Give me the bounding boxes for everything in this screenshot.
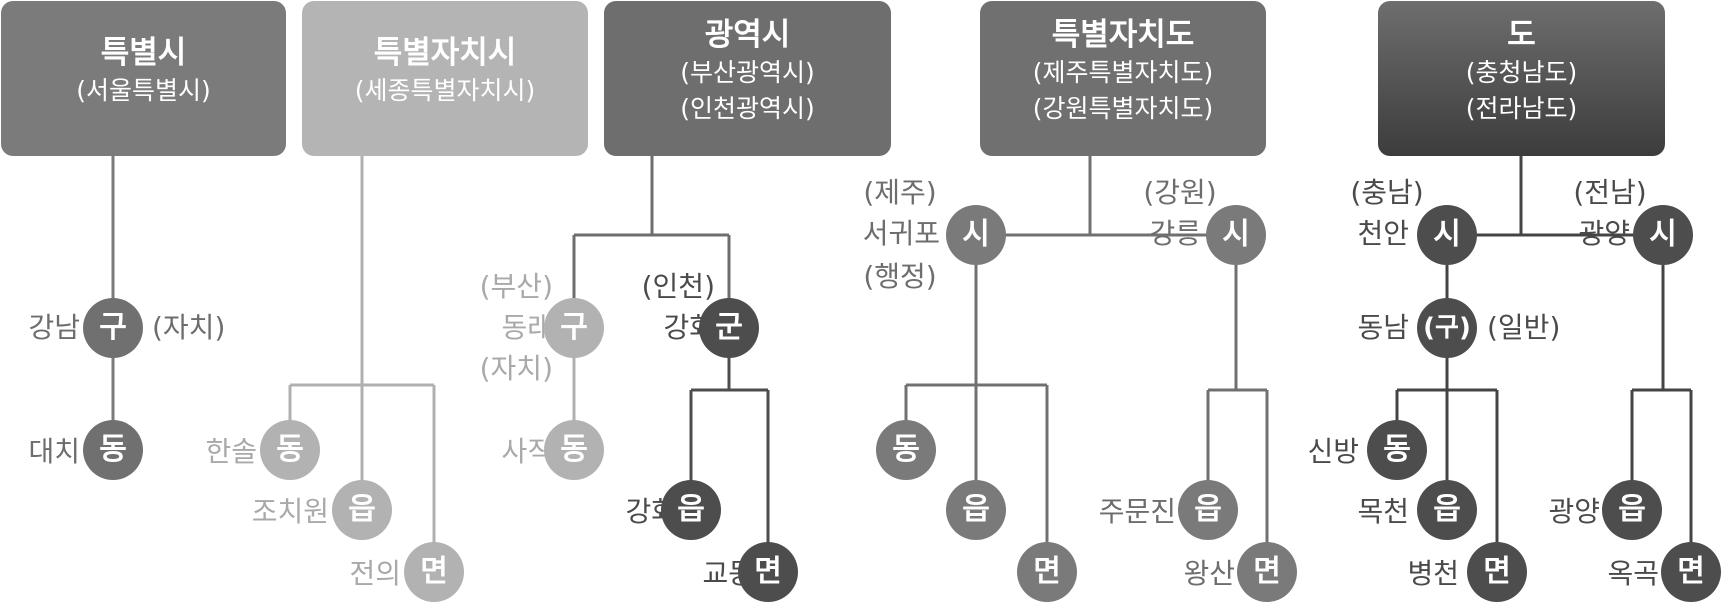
gu-node: 구 — [83, 298, 143, 358]
wangsan-label: 왕산 — [1183, 557, 1235, 590]
header-subtitle: (서울특별시) — [76, 76, 211, 105]
dong-node: 동 — [83, 420, 143, 480]
header-metropolitan-city: 광역시 (부산광역시) (인천광역시) — [604, 1, 891, 156]
eup-node: 읍 — [332, 480, 392, 540]
jeonui-label: 전의 — [349, 557, 401, 590]
header-subtitle: (인천광역시) — [680, 94, 815, 123]
okgok-label: 옥곡 — [1607, 557, 1659, 590]
header-title: 광역시 — [704, 17, 791, 53]
header-province: 도 (충청남도) (전라남도) — [1378, 1, 1665, 156]
myeon-node: 면 — [1017, 542, 1077, 602]
daechi-label: 대치 — [28, 435, 80, 468]
byeongcheon-label: 병천 — [1407, 557, 1459, 590]
general-note: (일반) — [1487, 311, 1561, 344]
incheon-region-label: (인천) — [641, 270, 715, 303]
dong-node: 동 — [1367, 420, 1427, 480]
gun-node: 군 — [699, 298, 759, 358]
header-subtitle: (세종특별자치시) — [354, 76, 536, 105]
gwangyang-si-label: 광양 — [1578, 217, 1630, 250]
autonomous-note: (자치) — [152, 311, 226, 344]
myeon-node: 면 — [1467, 542, 1527, 602]
header-subtitle: (강원특별자치도) — [1032, 94, 1214, 123]
hansol-label: 한솔 — [205, 435, 257, 468]
administrative-note: (행정) — [863, 260, 937, 293]
busan-region-label: (부산) — [479, 270, 553, 303]
header-title: 특별자치시 — [373, 35, 517, 71]
gangneung-label: 강릉 — [1149, 217, 1201, 250]
jeju-region-label: (제주) — [863, 176, 937, 209]
eup-node: 읍 — [661, 480, 721, 540]
header-subtitle: (전라남도) — [1465, 94, 1578, 123]
cheonan-label: 천안 — [1357, 217, 1409, 250]
header-special-self-governing-city: 특별자치시 (세종특별자치시) — [302, 1, 588, 156]
header-subtitle: (충청남도) — [1465, 58, 1578, 87]
eup-node: 읍 — [946, 480, 1006, 540]
eup-node: 읍 — [1602, 480, 1662, 540]
si-node: 시 — [1206, 205, 1266, 265]
eup-node: 읍 — [1178, 480, 1238, 540]
myeon-node: 면 — [738, 542, 798, 602]
header-subtitle: (제주특별자치도) — [1032, 58, 1214, 87]
header-special-city: 특별시 (서울특별시) — [1, 1, 286, 156]
header-title: 도 — [1507, 17, 1536, 53]
seogwipo-label: 서귀포 — [862, 217, 940, 250]
myeon-node: 면 — [404, 542, 464, 602]
gangwon-region-label: (강원) — [1143, 176, 1217, 209]
gangnam-label: 강남 — [28, 311, 80, 344]
jochiwon-label: 조치원 — [251, 495, 329, 528]
gu-node: (구) — [1417, 298, 1477, 358]
myeon-node: 면 — [1661, 542, 1721, 602]
si-node: 시 — [1417, 205, 1477, 265]
dong-node: 동 — [544, 420, 604, 480]
myeon-node: 면 — [1237, 542, 1297, 602]
mokcheon-label: 목천 — [1357, 495, 1409, 528]
si-node: 시 — [946, 205, 1006, 265]
si-node: 시 — [1633, 205, 1693, 265]
chungnam-region-label: (충남) — [1350, 176, 1424, 209]
gu-node: 구 — [544, 298, 604, 358]
gwangyang-eup-label: 광양 — [1548, 495, 1600, 528]
header-title: 특별시 — [100, 35, 187, 71]
dong-node: 동 — [876, 420, 936, 480]
dongnam-label: 동남 — [1357, 311, 1409, 344]
jumunjin-label: 주문진 — [1098, 495, 1176, 528]
header-title: 특별자치도 — [1051, 17, 1195, 53]
autonomous-note: (자치) — [479, 352, 553, 385]
jeonnam-region-label: (전남) — [1573, 176, 1647, 209]
header-subtitle: (부산광역시) — [680, 58, 815, 87]
sinbang-label: 신방 — [1307, 435, 1359, 468]
header-special-self-governing-province: 특별자치도 (제주특별자치도) (강원특별자치도) — [980, 1, 1266, 156]
eup-node: 읍 — [1417, 480, 1477, 540]
dong-node: 동 — [260, 420, 320, 480]
